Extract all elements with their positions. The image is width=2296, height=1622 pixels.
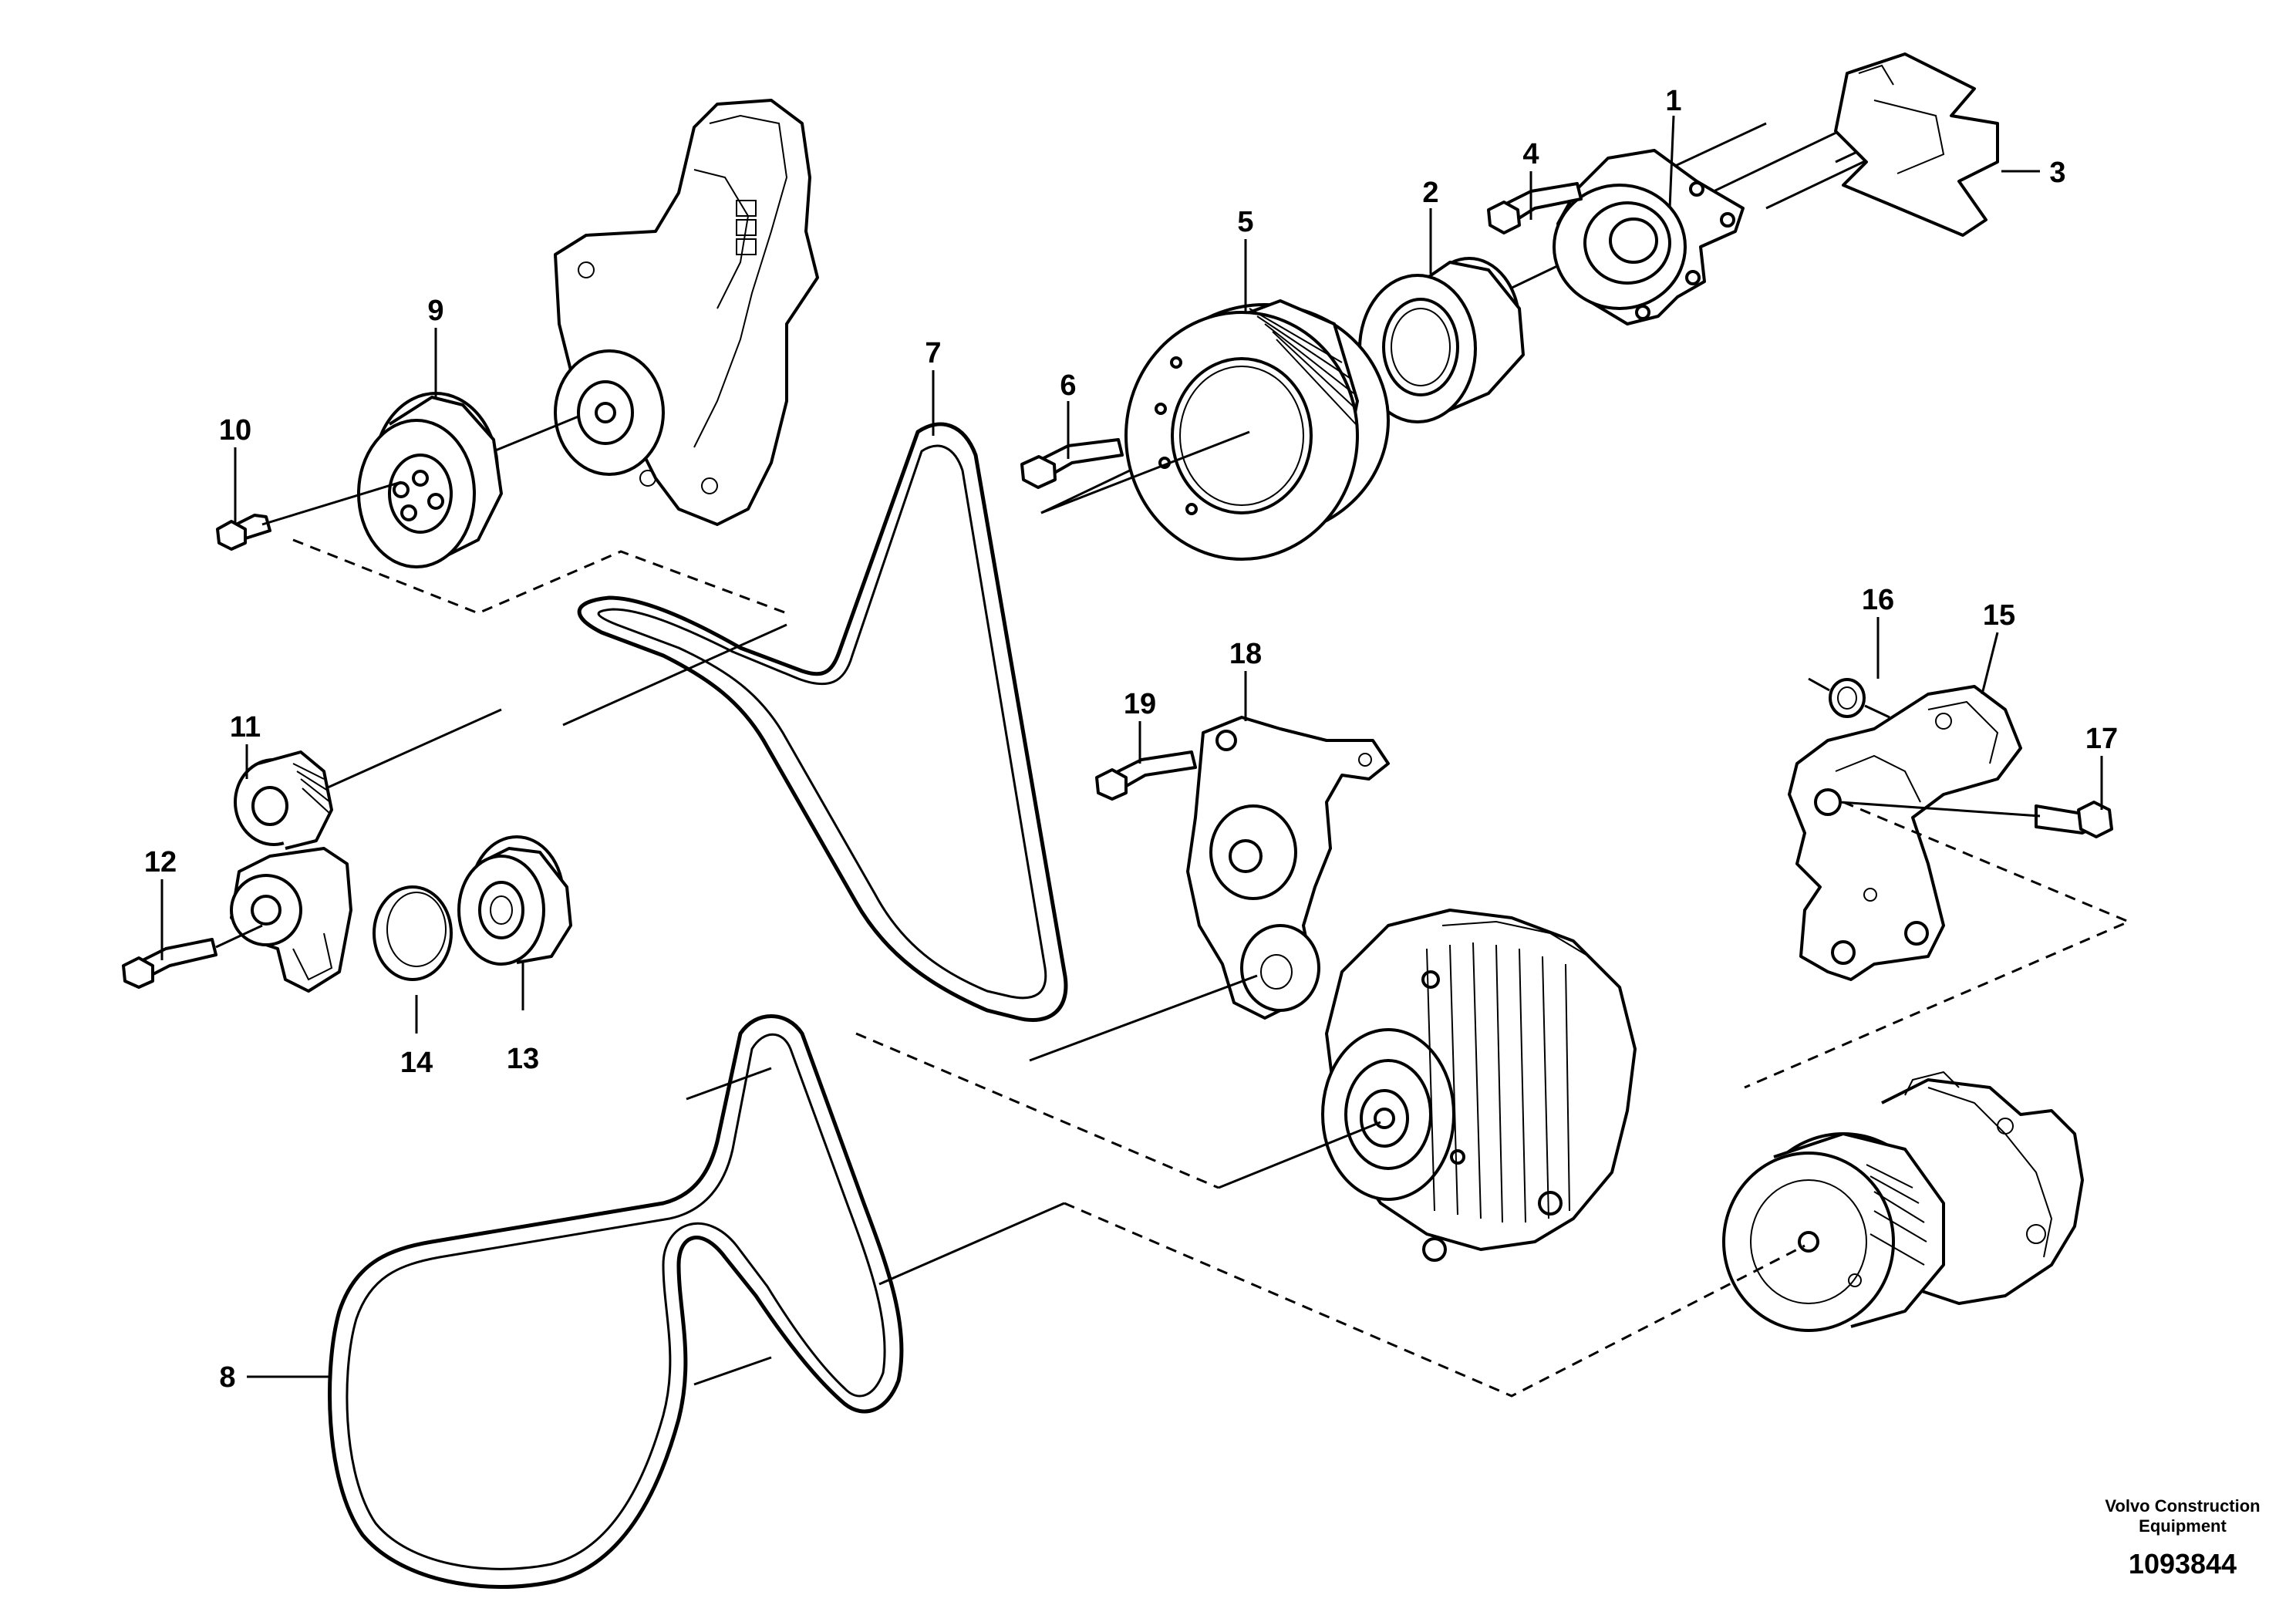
bolt-part-17 (2035, 801, 2113, 838)
callout-17: 17 (2085, 723, 2118, 755)
bolt-part-4 (1487, 182, 1583, 234)
dashed-leader-9 (292, 538, 787, 615)
callout-4: 4 (1522, 138, 1539, 170)
callout-6: 6 (1060, 369, 1076, 402)
callout-10: 10 (219, 414, 251, 447)
drawing-number: 1093844 (2129, 1548, 2237, 1580)
callout-15: 15 (1983, 599, 2015, 632)
callout-7: 7 (925, 337, 941, 369)
washer-part-16 (1829, 678, 1866, 718)
callout-9: 9 (427, 295, 443, 327)
callout-16: 16 (1862, 584, 1894, 616)
bearing-part-2 (1358, 257, 1525, 423)
callout-11: 11 (230, 711, 261, 744)
bolt-part-10 (216, 514, 271, 551)
bracket-part-15 (1788, 685, 2022, 981)
callout-1: 1 (1665, 85, 1681, 117)
callout-18: 18 (1229, 638, 1262, 670)
crankshaft-pulley-part-5 (1124, 299, 1390, 561)
callout-2: 2 (1422, 177, 1438, 209)
company-name-line1: Volvo Construction (2105, 1496, 2260, 1516)
callout-labels: 1 2 3 4 5 6 7 8 9 10 11 12 13 14 15 16 1… (144, 85, 2118, 1394)
bolt-part-12 (122, 938, 217, 989)
callout-13: 13 (507, 1043, 539, 1075)
callout-3: 3 (2049, 157, 2065, 189)
idler-pulley-part-9 (357, 392, 503, 568)
tensioner-part-11 (230, 750, 352, 993)
belt-part-8 (328, 1014, 904, 1589)
company-name-line2: Equipment (2139, 1516, 2227, 1536)
callout-5: 5 (1237, 206, 1253, 238)
bolt-part-19 (1095, 750, 1197, 801)
callout-12: 12 (144, 846, 177, 878)
dashed-leader-15 (1744, 801, 2132, 1089)
alternator (1321, 909, 1637, 1262)
dashed-leader-compressor (1064, 1202, 1805, 1398)
callout-14: 14 (400, 1047, 433, 1079)
tensioner-part-18 (1186, 716, 1390, 1020)
callout-8: 8 (219, 1361, 235, 1394)
spacer-part-3 (1834, 52, 1999, 237)
footer-block: Volvo Construction Equipment 1093844 (2105, 1496, 2260, 1580)
ac-compressor (1722, 1071, 2084, 1332)
dashed-leader-alternator (855, 1032, 1219, 1189)
hub-part-1 (1553, 149, 1745, 325)
water-pump (554, 99, 819, 526)
cap-part-14 (373, 885, 453, 981)
belt-part-7 (577, 422, 1068, 1022)
callout-19: 19 (1124, 688, 1156, 720)
callout-leaders (160, 115, 2103, 1378)
idler-pulley-part-13 (457, 835, 572, 966)
